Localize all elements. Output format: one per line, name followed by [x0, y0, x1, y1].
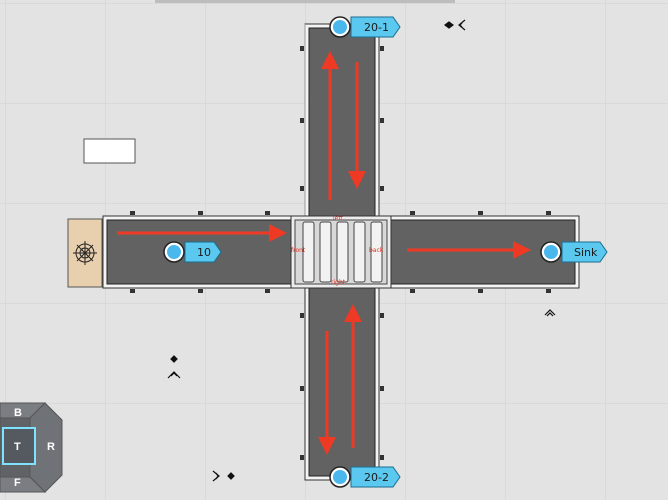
conveyor-bottom[interactable]: [300, 285, 384, 481]
view-cube-back-label: B: [14, 407, 22, 419]
diamond-chevron-icon[interactable]: [444, 19, 466, 31]
junction-label-right: right: [331, 279, 346, 286]
note-box[interactable]: [83, 138, 136, 164]
gear-icon: [73, 241, 97, 265]
junction-label-front: front: [291, 247, 306, 254]
chevron-up-icon[interactable]: [544, 309, 556, 317]
tag-right-label: Sink: [574, 246, 598, 259]
source-block[interactable]: [67, 218, 103, 288]
tag-top-label: 20-1: [364, 21, 389, 34]
conveyor-top[interactable]: [300, 23, 384, 219]
tag-bottom-conveyor[interactable]: 20-2: [329, 466, 401, 488]
view-cube-front-label: F: [14, 477, 21, 489]
tag-top-conveyor[interactable]: 20-1: [329, 16, 401, 38]
flow-arrows: [117, 51, 531, 455]
scene-markers: [167, 19, 556, 482]
junction-label-back: back: [369, 247, 384, 254]
tag-right-conveyor[interactable]: Sink: [540, 241, 608, 263]
top-edge-strip: [155, 0, 455, 3]
view-cube-top[interactable]: [2, 427, 36, 465]
diamond-chevron-up-icon[interactable]: [167, 355, 181, 379]
tag-bottom-label: 20-2: [364, 471, 389, 484]
conveyor-left[interactable]: [102, 211, 294, 293]
view-cube-right-label: R: [47, 441, 55, 453]
tag-left-conveyor[interactable]: 10: [163, 241, 222, 263]
tag-left-label: 10: [197, 246, 211, 259]
view-cube[interactable]: B T R F: [0, 402, 63, 493]
junction-label-left: left: [333, 215, 343, 222]
transfer-junction[interactable]: front back left right: [290, 215, 392, 289]
view-cube-top-label: T: [14, 441, 21, 453]
chevron-diamond-icon[interactable]: [212, 470, 235, 482]
